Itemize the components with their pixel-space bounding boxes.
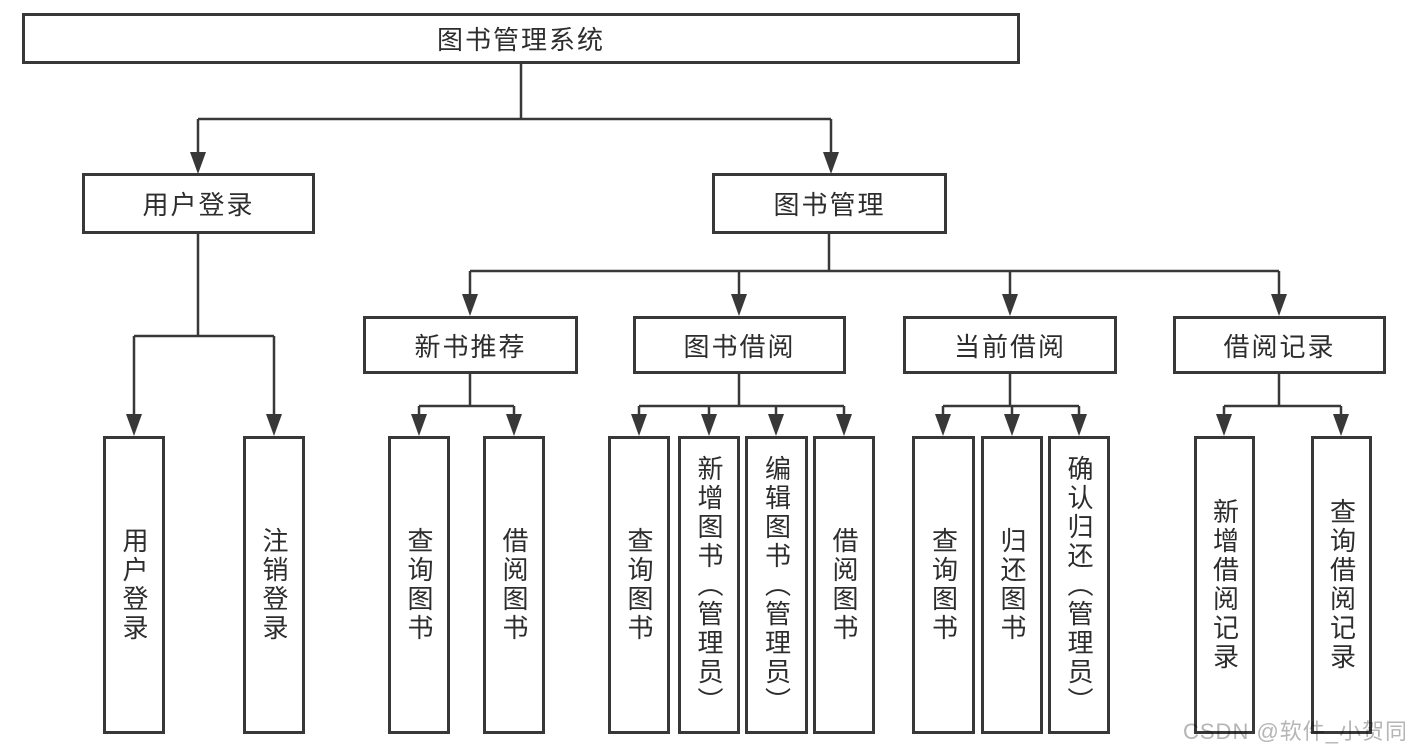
arrow-down-icon [462,294,478,316]
arrow-down-icon [631,414,647,436]
connector-bookmgmt-to-level2 [468,233,1281,298]
leaf-return-books: 归还图书 [981,436,1043,734]
arrow-down-icon [701,414,717,436]
node-user-login-branch: 用户登录 [82,173,315,234]
node-borrowing-records: 借阅记录 [1173,316,1386,374]
leaf-edit-books-admin: 编辑图书（管理员） [745,436,808,734]
leaf-user-login: 用户登录 [103,436,165,734]
node-book-borrowing: 图书借阅 [633,316,846,374]
arrow-down-icon [731,294,747,316]
arrow-down-icon [823,152,839,174]
leaf-query-books-1: 查询图书 [388,436,450,734]
arrow-down-icon [506,414,522,436]
arrow-down-icon [190,152,206,174]
connector-userlogin-to-leaves [132,233,276,418]
arrow-down-icon [1333,414,1349,436]
leaf-borrow-books-2: 借阅图书 [813,436,875,734]
connector-currentborrow-to-leaves [941,374,1081,418]
arrow-down-icon [411,414,427,436]
connector-bookborrow-to-leaves [637,374,846,418]
leaf-logout: 注销登录 [243,436,305,734]
connector-root-to-level1 [196,64,833,156]
leaf-add-borrow-record: 新增借阅记录 [1194,436,1255,734]
node-book-management-branch: 图书管理 [712,173,947,234]
arrow-down-icon [935,414,951,436]
node-new-book-recommendation: 新书推荐 [363,316,578,374]
leaf-borrow-books-1: 借阅图书 [483,436,545,734]
node-current-borrowing: 当前借阅 [903,316,1117,374]
connector-newbookrec-to-leaves [417,374,516,418]
watermark: CSDN @软件_小贺同学 [1183,719,1405,744]
leaf-query-books-3: 查询图书 [912,436,975,734]
arrow-down-icon [836,414,852,436]
leaf-query-borrow-record: 查询借阅记录 [1311,436,1372,734]
leaf-confirm-return-admin: 确认归还（管理员） [1048,436,1110,734]
arrow-down-icon [768,414,784,436]
leaf-query-books-2: 查询图书 [608,436,670,734]
arrow-down-icon [1271,294,1287,316]
node-root-system: 图书管理系统 [22,13,1020,64]
arrow-down-icon [266,414,282,436]
arrow-down-icon [1004,414,1020,436]
arrow-down-icon [1216,414,1232,436]
arrow-down-icon [1002,294,1018,316]
connector-borrowrecords-to-leaves [1222,374,1343,418]
arrow-down-icon [1071,414,1087,436]
arrow-down-icon [126,414,142,436]
leaf-add-books-admin: 新增图书（管理员） [678,436,740,734]
